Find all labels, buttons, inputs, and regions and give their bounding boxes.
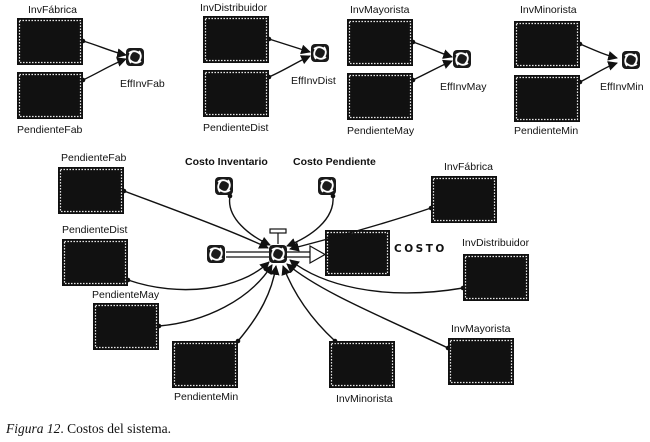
link-dot — [330, 193, 336, 199]
converter-icon[interactable] — [214, 176, 234, 196]
converter-label-costo-pendiente: Costo Pendiente — [293, 156, 376, 168]
stock-label-inv-distribuidor: InvDistribuidor — [462, 237, 530, 249]
link-dot — [410, 39, 416, 45]
flow-pipe — [226, 244, 327, 265]
link-dot — [156, 323, 162, 329]
stock-pendiente-dist[interactable] — [62, 239, 128, 286]
link-arrow — [123, 190, 269, 249]
stock-inv-distribuidor[interactable] — [463, 254, 529, 301]
link-arrow — [82, 40, 127, 58]
converter-icon[interactable] — [621, 50, 641, 70]
link-dot — [428, 205, 434, 211]
link-arrow — [82, 57, 127, 81]
top-group-fab: InvFábrica PendienteFab EffInvFab — [17, 4, 165, 136]
stock-label-pendiente-fab: PendienteFab — [17, 124, 83, 136]
stock-inv-mayorista[interactable] — [448, 338, 514, 385]
link-arrow — [289, 207, 432, 252]
stock-inv-minorista[interactable] — [514, 21, 580, 68]
link-dot — [445, 345, 451, 351]
flow-source-icon — [206, 244, 226, 264]
link-dot — [266, 36, 272, 42]
stock-label-pendiente-may: PendienteMay — [347, 125, 415, 137]
link-dot — [80, 77, 86, 83]
stock-label-pendiente-may: PendienteMay — [92, 289, 160, 301]
link-dot — [121, 188, 127, 194]
link-dot — [235, 338, 241, 344]
link-dot — [577, 79, 583, 85]
stock-pendiente-dist[interactable] — [203, 70, 269, 117]
converter-label-eff-inv-fab: EffInvFab — [120, 78, 165, 90]
stock-label-inv-mayorista: InvMayorista — [350, 4, 410, 16]
converter-label-costo-inventario: Costo Inventario — [185, 156, 268, 168]
stock-label-costo: COSTO — [394, 243, 447, 255]
converter-icon[interactable] — [452, 49, 472, 69]
stock-label-pendiente-dist: PendienteDist — [62, 224, 127, 236]
stock-label-pendiente-fab: PendienteFab — [61, 152, 127, 164]
figure-number: Figura 12 — [6, 421, 61, 436]
stock-costo[interactable] — [325, 230, 390, 276]
link-dot — [577, 41, 583, 47]
stock-label-pendiente-min: PendienteMin — [174, 391, 238, 403]
converter-label-eff-inv-min: EffInvMin — [600, 81, 644, 93]
stock-label-inv-minorista: InvMinorista — [336, 393, 393, 405]
stock-label-pendiente-min: PendienteMin — [514, 125, 578, 137]
link-arrow — [412, 59, 453, 81]
converter-icon[interactable] — [125, 47, 145, 67]
link-arrow — [289, 259, 464, 294]
stock-label-inv-distribuidor: InvDistribuidor — [200, 2, 268, 14]
link-arrow — [268, 55, 311, 78]
cost-model: Costo Inventario Costo Pendiente COSTO P… — [58, 152, 530, 405]
link-arrow — [281, 265, 336, 342]
link-dot — [227, 193, 233, 199]
converter-label-eff-inv-dist: EffInvDist — [291, 75, 336, 87]
link-dot — [266, 74, 272, 80]
link-arrow — [579, 43, 618, 61]
stock-inv-fabrica[interactable] — [17, 18, 83, 65]
top-group-dist: InvDistribuidor PendienteDist EffInvDist — [200, 2, 336, 134]
link-dot — [332, 338, 338, 344]
stock-inv-distribuidor[interactable] — [203, 16, 269, 63]
converter-icon[interactable] — [317, 176, 337, 196]
link-dot — [80, 38, 86, 44]
link-arrow — [412, 41, 453, 59]
stock-inv-mayorista[interactable] — [347, 19, 413, 66]
system-cost-diagram: InvFábrica PendienteFab EffInvFab InvDis… — [17, 2, 644, 405]
top-group-may: InvMayorista PendienteMay EffInvMay — [347, 4, 487, 137]
link-arrow — [286, 263, 449, 349]
link-arrow — [268, 38, 311, 55]
stock-label-inv-fabrica: InvFábrica — [444, 161, 493, 173]
stock-pendiente-may[interactable] — [347, 73, 413, 120]
figure-caption: Figura 12. Costos del sistema. — [6, 421, 171, 437]
converter-label-eff-inv-may: EffInvMay — [440, 81, 487, 93]
link-arrow — [158, 264, 273, 327]
stock-inv-minorista[interactable] — [329, 341, 395, 388]
converter-icon[interactable] — [310, 43, 330, 63]
link-arrow — [579, 61, 618, 83]
link-arrow — [237, 265, 280, 342]
stock-label-inv-minorista: InvMinorista — [520, 4, 577, 16]
stock-label-inv-mayorista: InvMayorista — [451, 323, 511, 335]
flow-valve[interactable] — [268, 228, 288, 264]
stock-label-inv-fabrica: InvFábrica — [28, 4, 77, 16]
link-dot — [410, 77, 416, 83]
stock-pendiente-fab[interactable] — [17, 72, 83, 119]
stock-pendiente-min[interactable] — [172, 341, 238, 388]
link-dot — [125, 277, 131, 283]
figure-caption-text: . Costos del sistema. — [60, 421, 172, 436]
stock-inv-fabrica[interactable] — [431, 176, 497, 223]
stock-pendiente-may[interactable] — [93, 303, 159, 350]
stock-label-pendiente-dist: PendienteDist — [203, 122, 268, 134]
link-arrow — [228, 195, 271, 246]
stock-pendiente-fab[interactable] — [58, 167, 124, 214]
link-arrow — [286, 195, 334, 248]
link-dot — [460, 285, 466, 291]
top-group-min: InvMinorista PendienteMin EffInvMin — [514, 4, 644, 137]
stock-pendiente-min[interactable] — [514, 75, 580, 122]
link-arrow — [127, 261, 270, 291]
